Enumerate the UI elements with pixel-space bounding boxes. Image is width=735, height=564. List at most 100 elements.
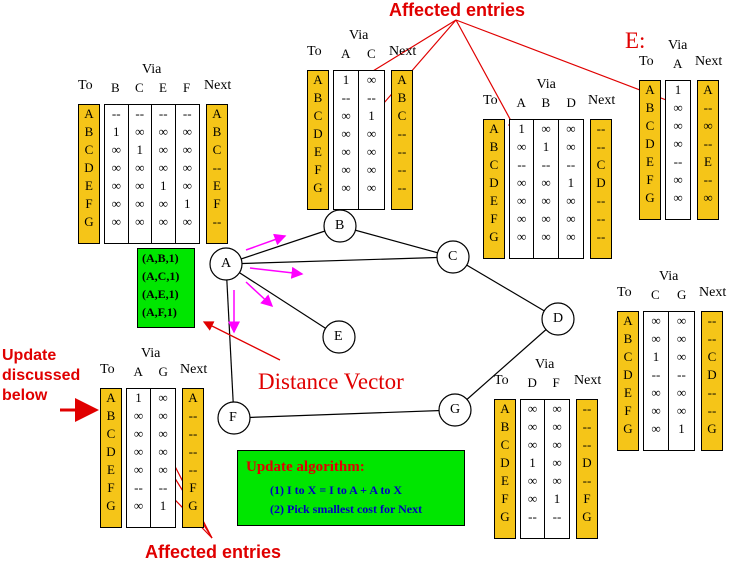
- next-cell: A: [397, 72, 407, 87]
- next-cell: --: [397, 162, 407, 177]
- via-cell: ∞: [111, 142, 121, 157]
- via-cell: ∞: [676, 331, 687, 346]
- via-cell: ∞: [133, 408, 144, 423]
- via-cell: --: [673, 154, 683, 169]
- next-cell: F: [189, 480, 197, 495]
- advert-arrow-e: [245, 281, 274, 308]
- via-cell: --: [552, 509, 562, 524]
- via-cell: ∞: [651, 403, 661, 418]
- via-cell: --: [341, 90, 351, 105]
- via-cell: ∞: [111, 160, 121, 175]
- via-cell: ∞: [366, 126, 377, 141]
- node-label-e: E: [334, 329, 343, 344]
- table-b-via-col-header: A: [341, 46, 351, 61]
- to-cell: A: [313, 72, 323, 87]
- to-cell: C: [106, 426, 116, 441]
- via-cell: ∞: [552, 419, 562, 434]
- via-cell: ∞: [517, 229, 527, 244]
- node-g: [438, 393, 472, 427]
- via-cell: 1: [542, 139, 550, 154]
- via-cell: ∞: [182, 160, 192, 175]
- to-cell: E: [646, 154, 654, 169]
- node-b: [323, 209, 357, 243]
- next-cell: E: [213, 178, 221, 193]
- node-f: [217, 401, 251, 435]
- to-cell: A: [84, 106, 94, 121]
- next-cell: G: [188, 498, 198, 513]
- table-d-via-header: Via: [659, 269, 679, 284]
- via-cell: ∞: [111, 196, 121, 211]
- table-f-via-block: 1∞∞∞∞--∞∞∞∞∞∞--1: [126, 388, 176, 528]
- via-cell: 1: [567, 175, 575, 190]
- to-cell: D: [489, 175, 499, 190]
- via-cell: ∞: [651, 421, 661, 436]
- via-column: ∞∞∞∞∞1--: [545, 400, 569, 538]
- via-cell: ∞: [135, 160, 145, 175]
- via-cell: 1: [136, 142, 144, 157]
- via-cell: ∞: [182, 142, 192, 157]
- to-cell: E: [501, 473, 509, 488]
- table-e-next-column: A--∞--E--∞: [697, 80, 719, 220]
- next-cell: --: [212, 214, 222, 229]
- next-cell: C: [596, 157, 606, 172]
- table-a-via-col-header: B: [111, 80, 120, 95]
- table-a-via-block: --1∞∞∞∞∞--∞1∞∞∞∞--∞∞∞1∞∞--∞∞∞∞1∞: [104, 104, 200, 244]
- table-f-to-header: To: [100, 362, 115, 377]
- via-cell: --: [566, 157, 576, 172]
- via-cell: ∞: [566, 193, 576, 208]
- via-cell: ∞: [566, 211, 576, 226]
- next-cell: --: [397, 126, 407, 141]
- next-cell: A: [212, 106, 222, 121]
- to-cell: E: [107, 462, 115, 477]
- to-cell: B: [489, 139, 499, 154]
- edge-c-d: [452, 256, 559, 320]
- next-cell: --: [707, 331, 717, 346]
- via-cell: ∞: [517, 175, 527, 190]
- table-g-next-header: Next: [574, 373, 602, 388]
- via-cell: --: [158, 480, 168, 495]
- table-e-via-block: 1∞∞∞--∞∞: [665, 80, 691, 220]
- next-cell: --: [596, 139, 606, 154]
- table-d-to-header: To: [617, 285, 632, 300]
- table-a-via-col-header: F: [183, 80, 191, 95]
- via-column: --∞∞∞1∞∞: [152, 105, 176, 243]
- table-d-via-col-header: G: [677, 287, 687, 302]
- distance-vector-label: Distance Vector: [258, 369, 404, 394]
- to-cell: B: [84, 124, 94, 139]
- node-label-a: A: [221, 256, 232, 271]
- next-cell: --: [397, 180, 407, 195]
- next-cell: D: [707, 367, 717, 382]
- table-e-next-header: Next: [695, 54, 723, 69]
- to-cell: E: [314, 144, 322, 159]
- next-cell: D: [582, 455, 592, 470]
- via-cell: ∞: [341, 180, 351, 195]
- via-column: 1--∞∞∞∞∞: [334, 71, 360, 209]
- advert-arrow-b: [245, 233, 287, 251]
- via-cell: --: [158, 106, 168, 121]
- via-cell: ∞: [527, 437, 538, 452]
- next-cell: --: [707, 403, 717, 418]
- via-cell: --: [182, 106, 192, 121]
- table-a-via-col-header: C: [135, 80, 144, 95]
- to-cell: B: [645, 100, 655, 115]
- table-b-via-col-header: C: [367, 46, 376, 61]
- via-cell: ∞: [111, 178, 121, 193]
- via-cell: 1: [678, 421, 685, 436]
- table-f-via-col-header: G: [158, 364, 168, 379]
- algorithm-title: Update algorithm:: [246, 459, 365, 475]
- via-cell: ∞: [527, 401, 538, 416]
- via-cell: ∞: [341, 108, 351, 123]
- via-cell: ∞: [133, 444, 144, 459]
- table-f-via-header: Via: [141, 346, 161, 361]
- to-cell: B: [500, 419, 510, 434]
- affected-entries-top-label: Affected entries: [389, 0, 526, 20]
- next-cell: F: [583, 491, 591, 506]
- via-cell: ∞: [158, 390, 168, 405]
- table-b-next-header: Next: [389, 44, 417, 59]
- via-cell: ∞: [566, 139, 576, 154]
- via-column: --1∞∞∞∞∞: [105, 105, 129, 243]
- via-cell: ∞: [673, 118, 683, 133]
